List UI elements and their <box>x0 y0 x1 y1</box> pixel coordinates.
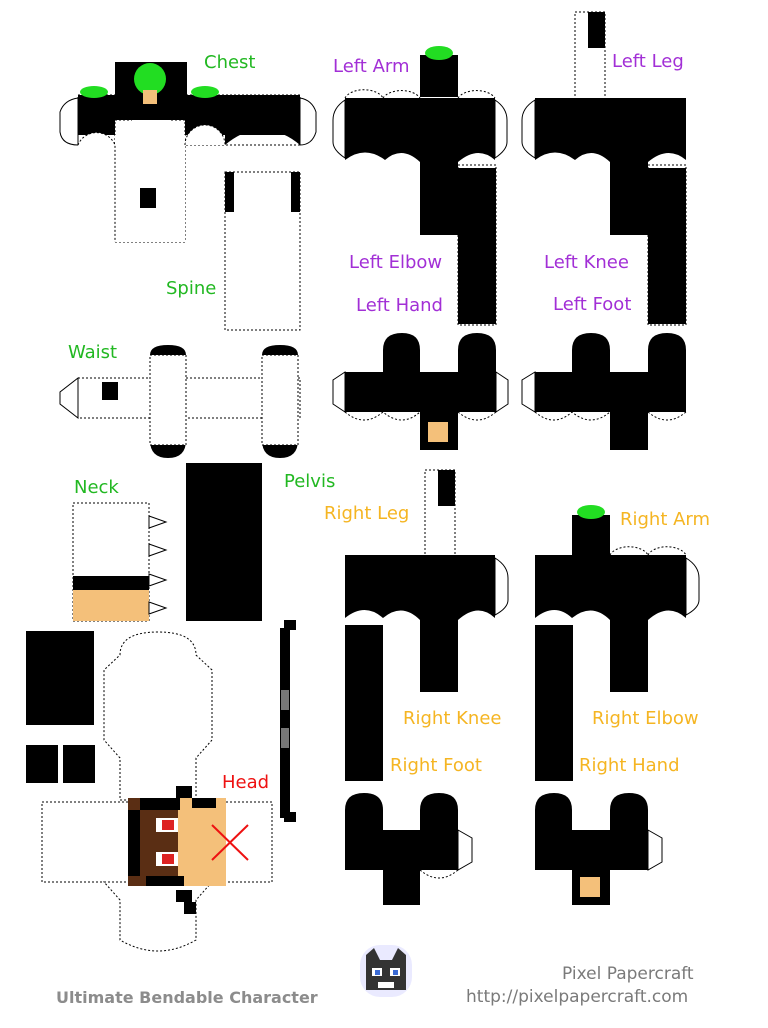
spine-piece <box>224 171 301 331</box>
chest-piece <box>59 62 317 243</box>
left-arm-piece <box>332 46 508 326</box>
right-hand-piece <box>535 793 663 905</box>
footer-title: Ultimate Bendable Character <box>56 988 318 1007</box>
right-arm-piece <box>535 505 700 781</box>
pixel-papercraft-logo <box>360 945 412 997</box>
left-hand-piece <box>332 333 509 450</box>
label-right-arm: Right Arm <box>620 509 711 530</box>
label-neck: Neck <box>74 477 119 498</box>
label-right-foot: Right Foot <box>390 755 482 776</box>
neck-piece <box>72 502 168 622</box>
label-right-leg: Right Leg <box>324 503 410 524</box>
right-foot-piece <box>345 793 473 905</box>
label-left-leg: Left Leg <box>612 51 684 72</box>
label-left-hand: Left Hand <box>356 295 443 316</box>
footer-brand: Pixel Papercraft <box>562 964 694 984</box>
label-spine: Spine <box>166 278 217 299</box>
label-left-foot: Left Foot <box>553 294 632 315</box>
label-left-arm: Left Arm <box>333 56 410 77</box>
right-leg-piece <box>345 469 509 781</box>
label-right-elbow: Right Elbow <box>592 708 699 729</box>
left-foot-piece <box>521 333 687 450</box>
label-right-knee: Right Knee <box>403 708 502 729</box>
label-chest: Chest <box>204 52 256 73</box>
waist-piece <box>59 345 301 458</box>
label-waist: Waist <box>68 342 118 363</box>
label-right-hand: Right Hand <box>579 755 680 776</box>
label-pelvis: Pelvis <box>284 471 336 492</box>
label-head: Head <box>222 772 270 793</box>
label-left-knee: Left Knee <box>544 252 629 273</box>
left-leg-piece <box>521 11 687 326</box>
footer-url: http://pixelpapercraft.com <box>466 987 689 1007</box>
pelvis-piece <box>186 463 262 621</box>
head-piece <box>26 620 296 952</box>
label-left-elbow: Left Elbow <box>349 252 443 273</box>
